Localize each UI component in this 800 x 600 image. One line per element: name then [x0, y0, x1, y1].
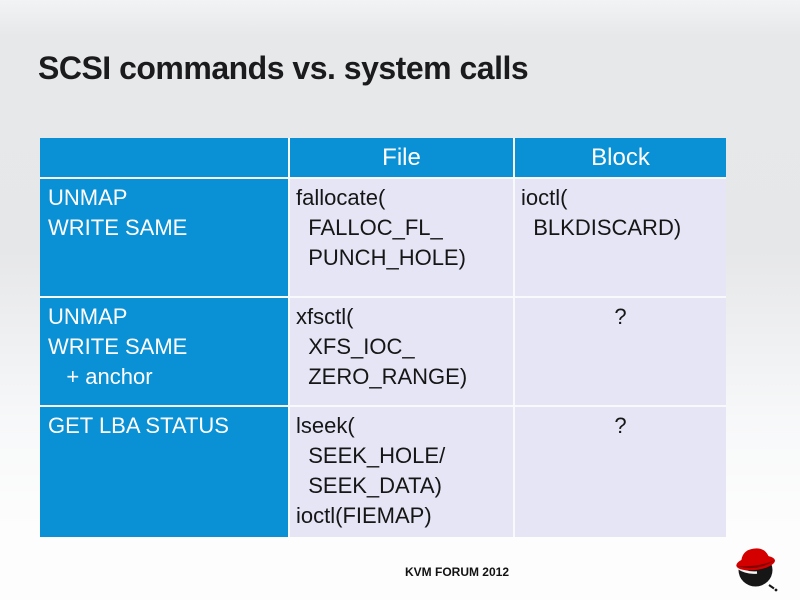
row-getlbastatus-block-call: ?	[515, 407, 726, 537]
red-hat-logo	[736, 548, 778, 592]
row-unmap-file-call: fallocate( FALLOC_FL_ PUNCH_HOLE)	[290, 179, 513, 296]
table-header-block: Block	[515, 138, 726, 177]
row-getlbastatus-file-call: lseek( SEEK_HOLE/ SEEK_DATA) ioctl(FIEMA…	[290, 407, 513, 537]
row-unmap-anchor-command: UNMAP WRITE SAME + anchor	[40, 298, 288, 405]
footer-text: KVM FORUM 2012	[404, 565, 510, 579]
row-unmap-anchor-file-call: xfsctl( XFS_IOC_ ZERO_RANGE)	[290, 298, 513, 405]
row-unmap-command: UNMAP WRITE SAME	[40, 179, 288, 296]
table-header-file: File	[290, 138, 513, 177]
row-unmap-anchor-block-call: ?	[515, 298, 726, 405]
comparison-table: File Block UNMAP WRITE SAME fallocate( F…	[40, 138, 726, 537]
table-header-commands	[40, 138, 288, 177]
row-unmap-block-call: ioctl( BLKDISCARD)	[515, 179, 726, 296]
row-getlbastatus-command: GET LBA STATUS	[40, 407, 288, 537]
slide-title: SCSI commands vs. system calls	[38, 50, 529, 86]
